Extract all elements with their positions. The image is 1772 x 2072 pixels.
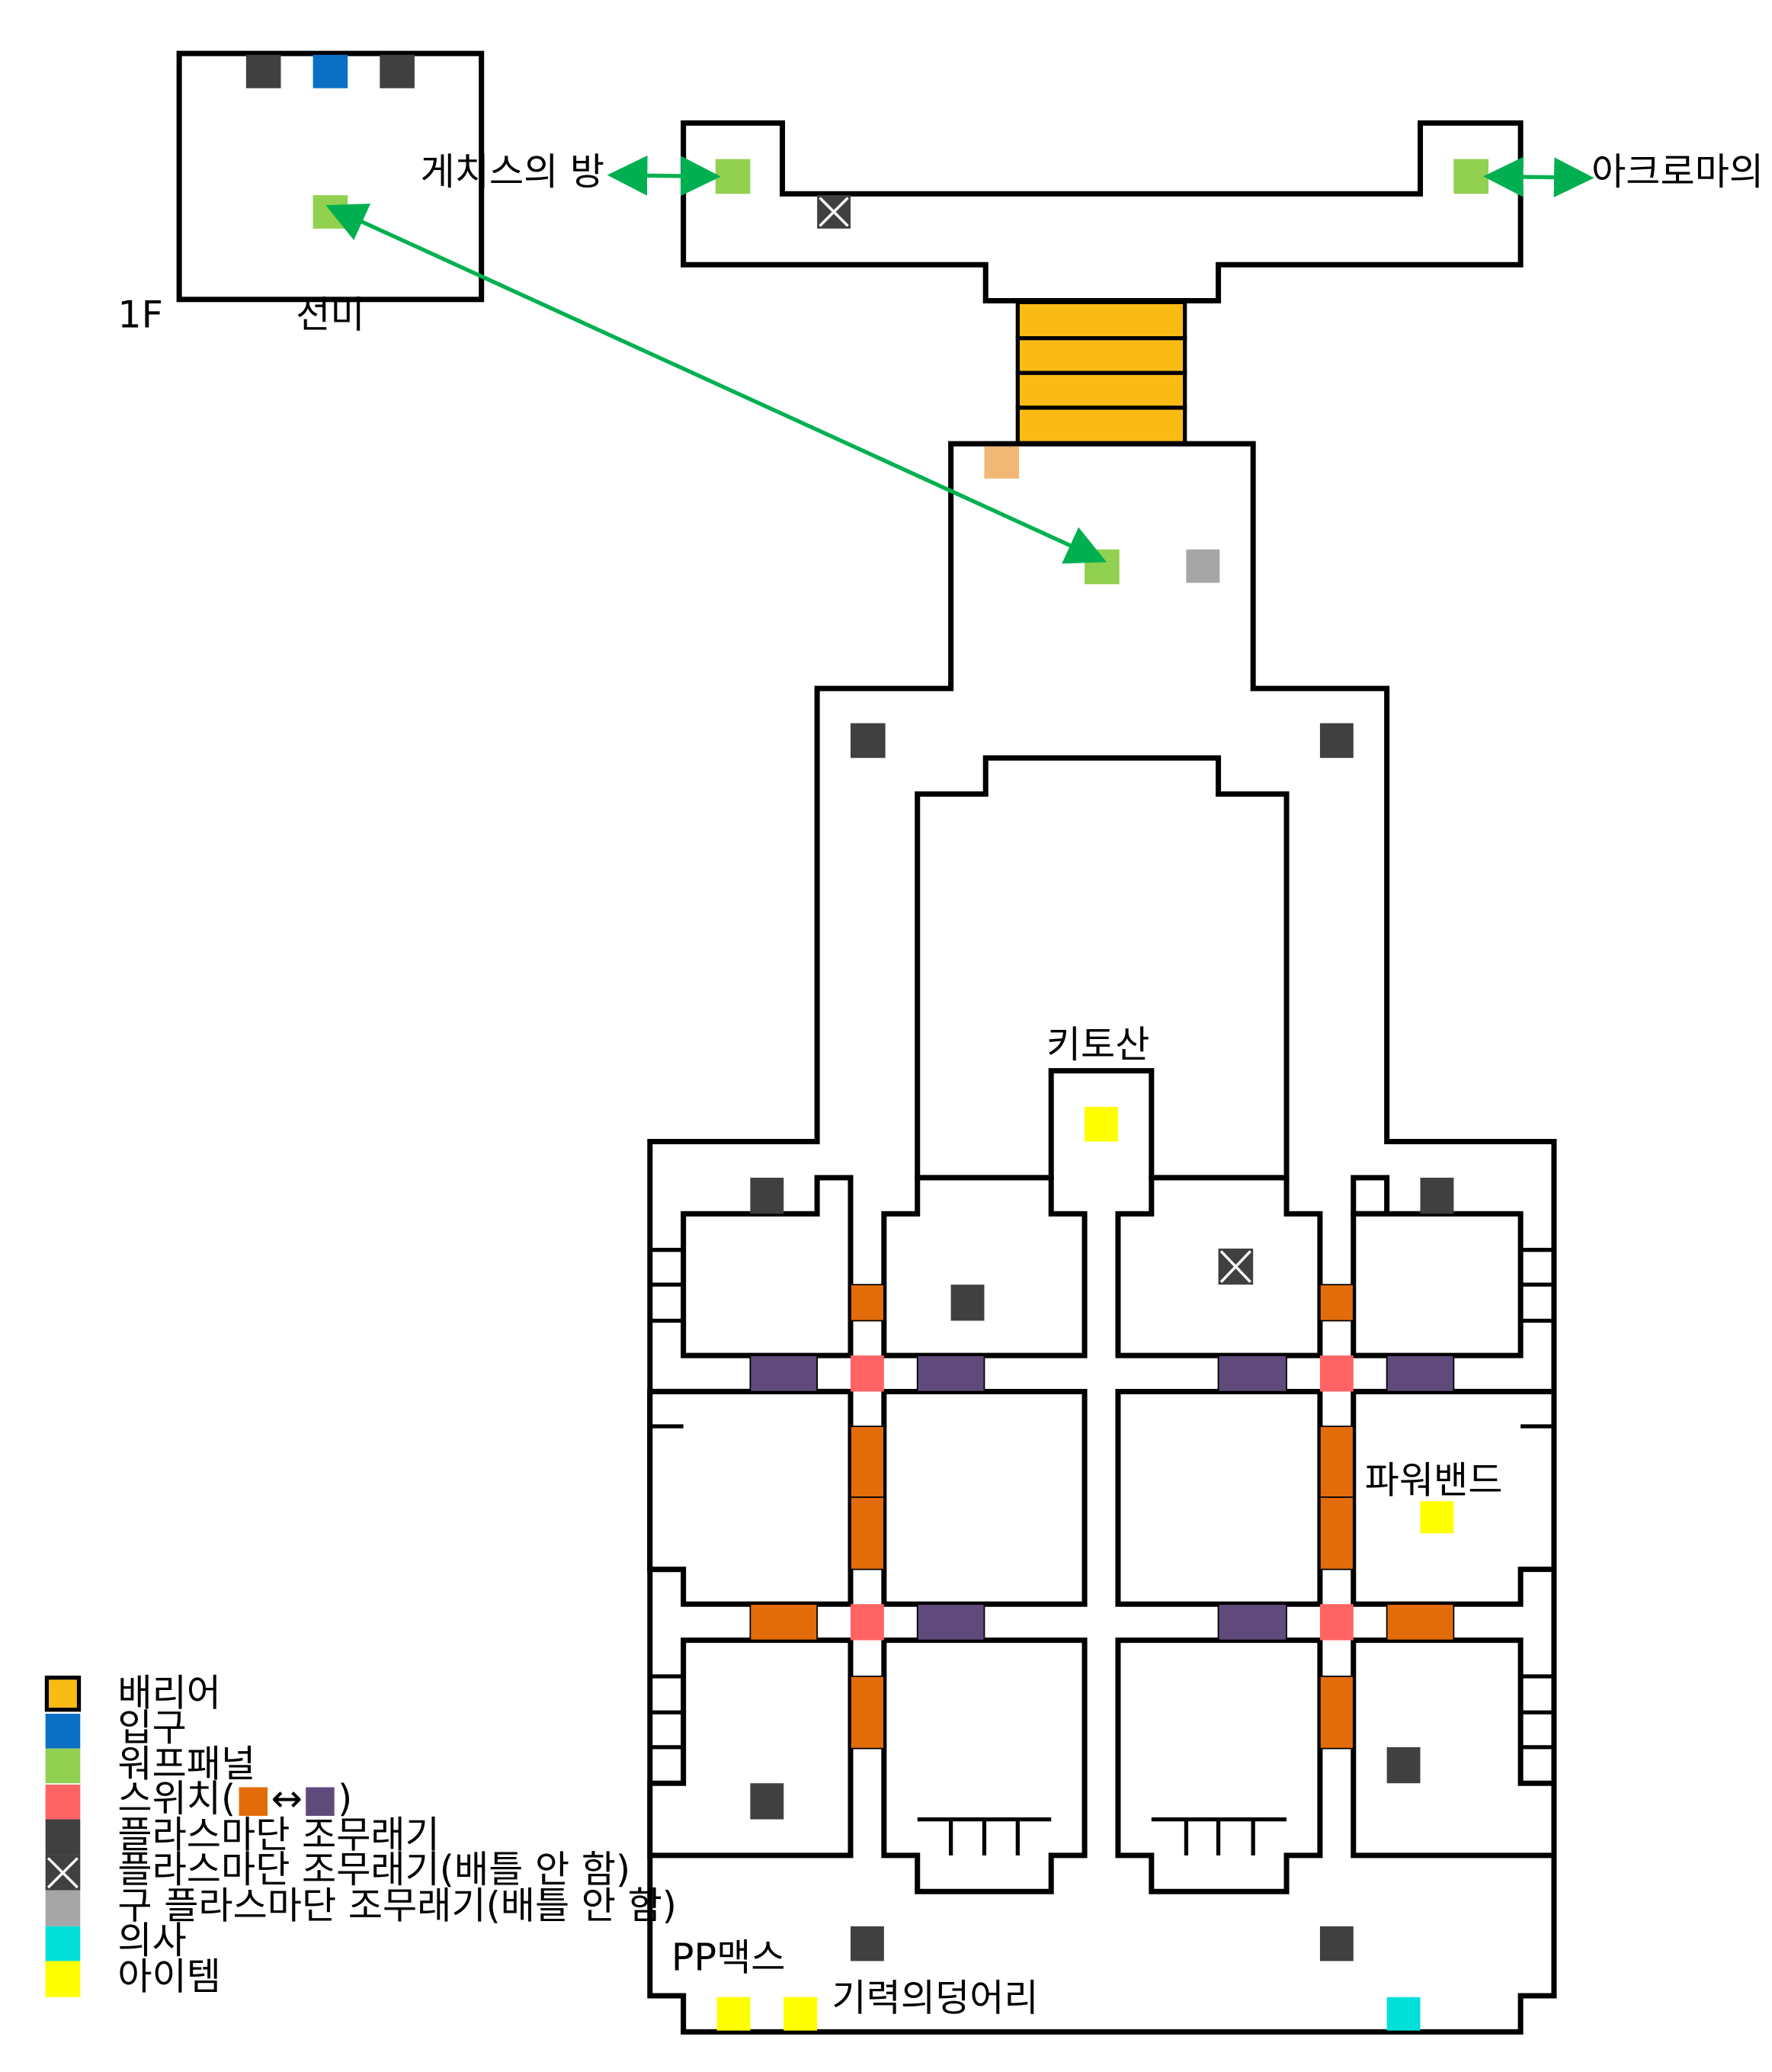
rooms-right — [1115, 1175, 1557, 1894]
warp-panel-marker — [715, 159, 751, 194]
legend-x-marker — [45, 1855, 81, 1891]
wall-stalls — [649, 1247, 1554, 1855]
grunt-no-battle-marker — [1218, 1248, 1254, 1285]
room-label-getsis: 게치스의 방 — [421, 149, 605, 194]
npc-marker — [984, 446, 1020, 479]
grunt-markers — [750, 1177, 1454, 1961]
item-label-chitosan: 키토산 — [1046, 1022, 1150, 1066]
grunt-no-battle-marker — [817, 195, 851, 229]
warp-arrow-1f — [325, 204, 1107, 564]
legend: 배리어 입구 워프패널 스위치(■↔■) 플라스마단 조무래기 플라스마단 조무… — [44, 1671, 677, 1998]
barrier-stack — [1015, 300, 1187, 446]
legend-label: 입구 — [117, 1705, 186, 1750]
switch-markers — [851, 1355, 1354, 1641]
legend-label: 구 플라스마단 조무래기(배틀 안 함) — [117, 1883, 677, 1927]
item-marker — [1085, 1106, 1118, 1142]
room-label-acroma: 아크로마의 방 — [1591, 149, 1772, 194]
item-label-lump: 기력의덩어리 — [832, 1975, 1038, 2019]
item-label-power-band: 파워밴드 — [1365, 1458, 1503, 1503]
legend-label: 플라스마단 조무래기(배틀 안 함) — [117, 1847, 630, 1891]
legend-label: 배리어 — [117, 1671, 221, 1715]
warp-arrow-getsis — [607, 155, 721, 197]
doctor-marker — [1386, 1997, 1421, 2031]
grunt-marker — [245, 54, 281, 88]
item-label-pp-max: PP맥스 — [671, 1936, 786, 1980]
item-marker — [783, 1997, 818, 2031]
legend-label: 스위치(■↔■) — [117, 1776, 352, 1820]
warp-panel-marker — [1453, 159, 1488, 194]
room-label-senmi: 선미 — [296, 293, 364, 337]
legend-label: 아이템 — [117, 1954, 221, 1998]
switch-gates-orange — [749, 1284, 1455, 1750]
item-marker — [1420, 1501, 1454, 1534]
rooms-left — [647, 1175, 1088, 1894]
entrance-marker — [312, 54, 348, 88]
warp-arrow-acroma — [1482, 156, 1594, 197]
grunt-marker — [380, 54, 415, 88]
legend-label: 플라스마단 조무래기 — [117, 1812, 439, 1856]
legend-label: 의사 — [117, 1918, 186, 1962]
legend-label: 워프패널 — [117, 1741, 255, 1785]
old-grunt-marker — [1186, 549, 1220, 583]
item-marker — [716, 1997, 751, 2031]
grunt-marker — [851, 723, 886, 759]
floor-label: 1F — [117, 293, 163, 337]
top-corridor — [681, 120, 1524, 304]
switch-gates-purple — [749, 1355, 1455, 1641]
grunt-marker — [1319, 723, 1354, 759]
